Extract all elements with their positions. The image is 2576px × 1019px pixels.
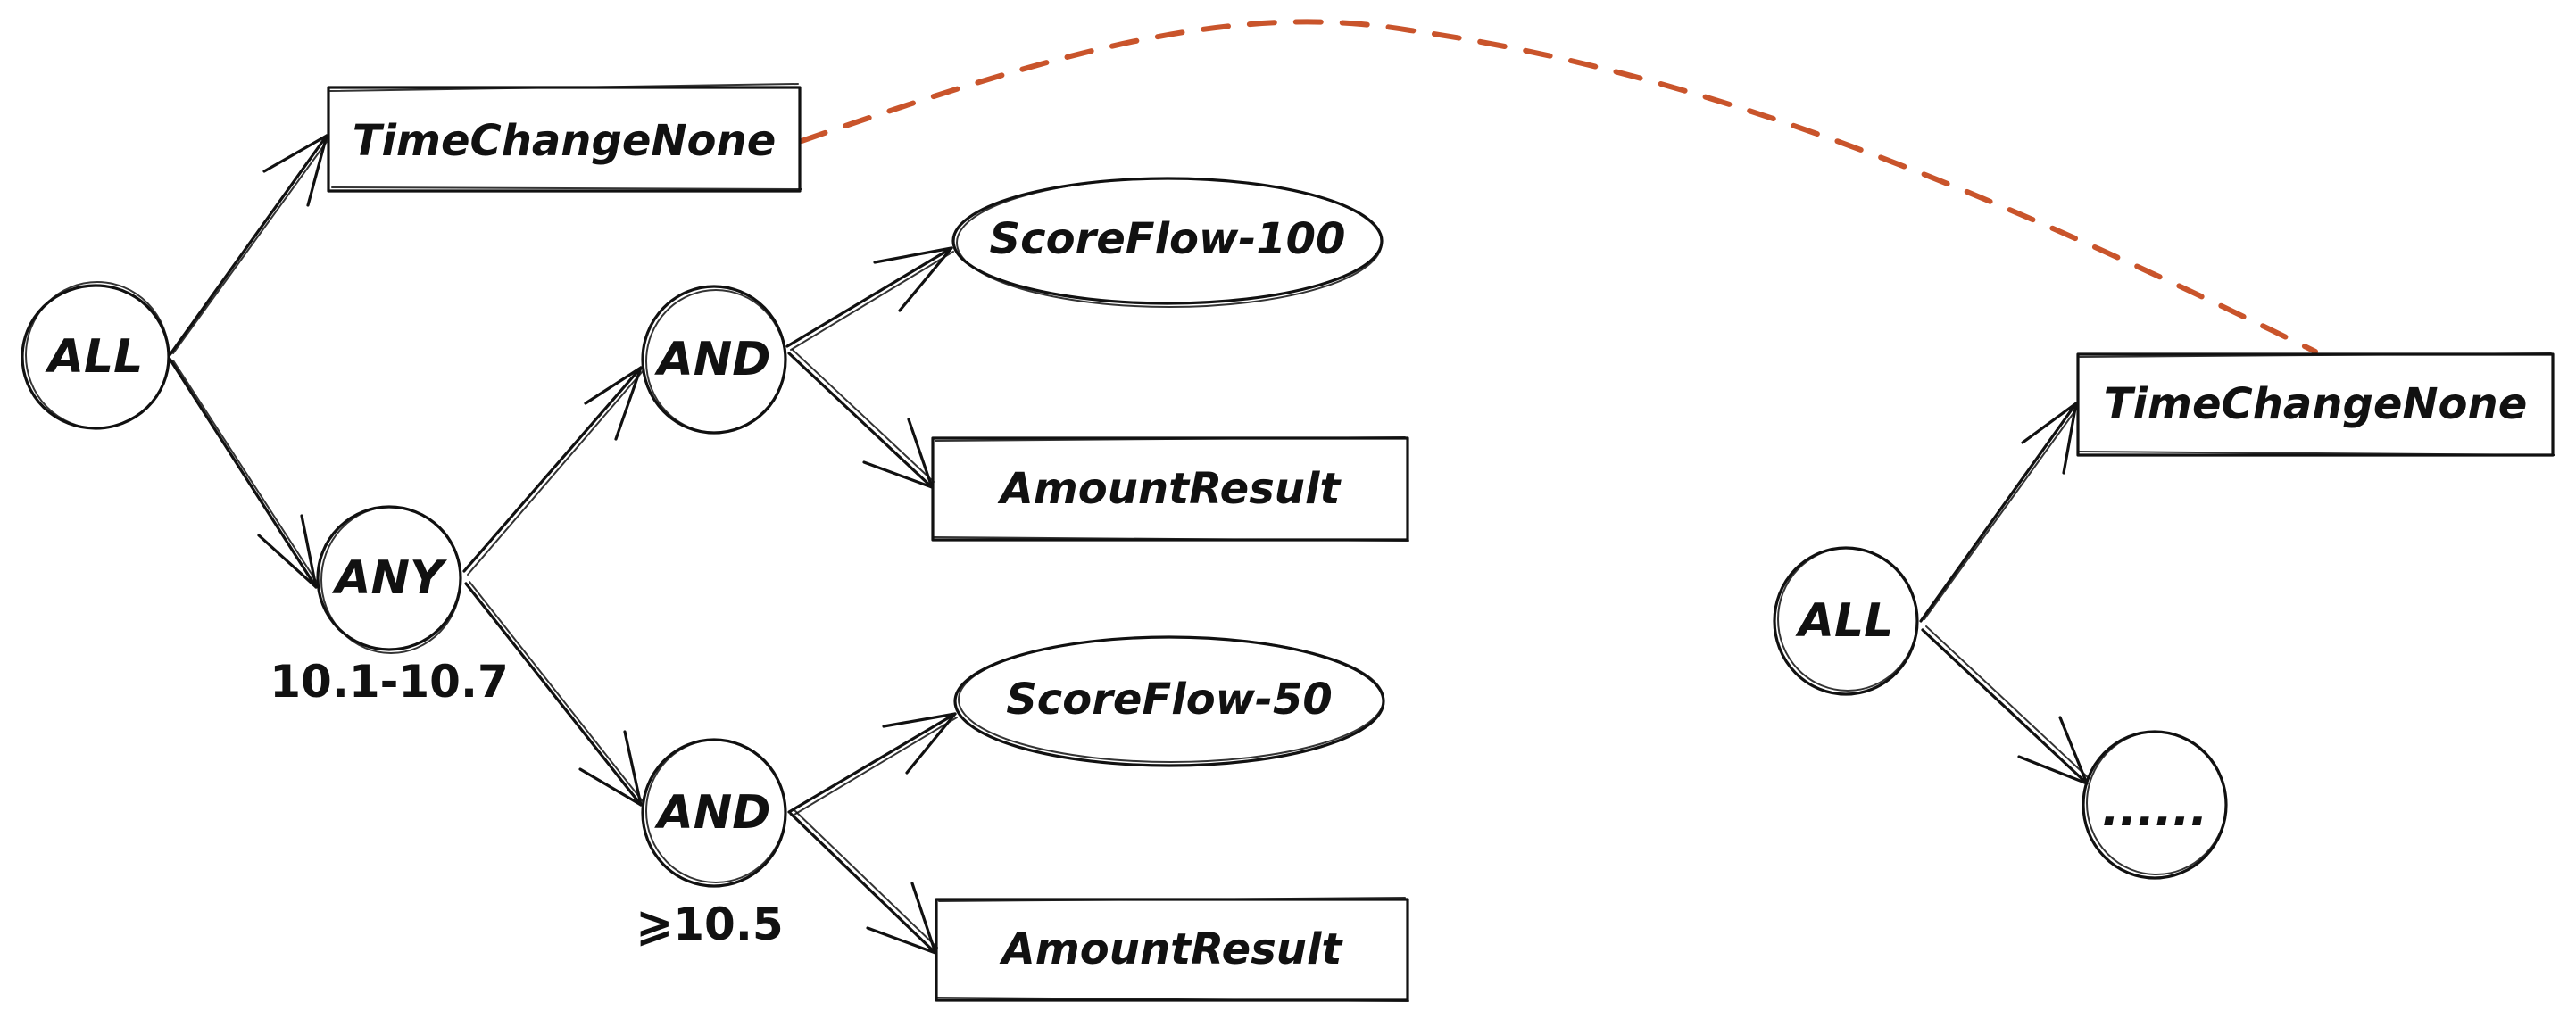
node-timechangenone-1[interactable]: TimeChangeNone [327, 83, 802, 193]
node-label: TimeChangeNone [353, 116, 777, 166]
edge-all-right-to-timechangenone [1919, 402, 2079, 623]
node-scoreflow-50[interactable]: ScoreFlow-50 [953, 635, 1385, 767]
node-and-bottom[interactable]: AND [641, 738, 787, 888]
node-label: ANY [331, 551, 448, 605]
edge-and-bottom-to-amountresult-2 [789, 809, 938, 955]
edge-and-top-to-amountresult-1 [787, 349, 935, 489]
node-any[interactable]: ANY [316, 505, 462, 654]
edge-all-right-to-more [1921, 625, 2090, 785]
node-all-root[interactable]: ALL [21, 281, 170, 430]
node-label: AND [654, 786, 771, 840]
edge-all-to-timechangenone [168, 134, 329, 357]
node-label: ALL [45, 330, 144, 384]
edge-all-to-any [168, 357, 319, 589]
node-amountresult-1[interactable]: AmountResult [931, 436, 1409, 542]
edge-and-top-to-scoreflow-100 [785, 246, 954, 351]
ellipsis-label: ...... [2102, 783, 2208, 837]
node-label: AmountResult [997, 464, 1342, 514]
node-label: ALL [1795, 594, 1894, 648]
node-label: TimeChangeNone [2104, 379, 2528, 429]
node-amountresult-2[interactable]: AmountResult [935, 897, 1409, 1002]
dashed-link-timechangenone [799, 19, 2318, 354]
node-label: ScoreFlow-50 [1006, 675, 1333, 725]
edge-any-to-and-top [462, 366, 644, 576]
node-label: ScoreFlow-100 [990, 214, 1346, 264]
node-and-top[interactable]: AND [641, 285, 787, 435]
node-more[interactable]: ...... [2082, 730, 2228, 880]
node-label: AND [654, 333, 771, 386]
condition-label-and: ⩾10.5 [636, 899, 783, 950]
edge-any-to-and-bottom [464, 581, 644, 807]
node-timechangenone-2[interactable]: TimeChangeNone [2076, 352, 2555, 457]
node-label: AmountResult [999, 924, 1344, 974]
node-all-right-root[interactable]: ALL [1773, 546, 1919, 696]
edge-and-bottom-to-scoreflow-50 [787, 712, 958, 816]
node-scoreflow-100[interactable]: ScoreFlow-100 [951, 177, 1384, 308]
condition-label-any: 10.1-10.7 [270, 656, 508, 708]
